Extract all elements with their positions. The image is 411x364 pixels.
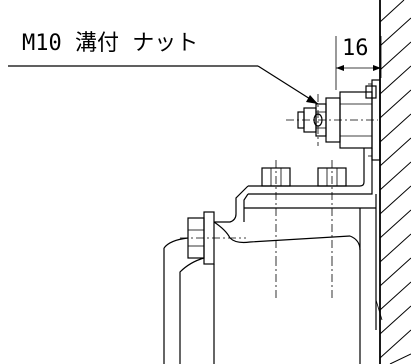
callout-label: M10 溝付 ナット xyxy=(22,31,198,56)
dimension-value: 16 xyxy=(342,36,369,61)
bracket-arm xyxy=(248,148,373,195)
main-housing xyxy=(163,221,361,364)
bolt-left xyxy=(261,160,291,258)
wall-hatched xyxy=(379,0,411,364)
callout-leader xyxy=(8,65,319,105)
bolt-right xyxy=(317,160,347,258)
side-bolt xyxy=(180,211,246,265)
slotted-nut-assembly xyxy=(286,85,378,149)
base-bracket xyxy=(214,185,383,364)
dimension-16 xyxy=(335,36,382,90)
